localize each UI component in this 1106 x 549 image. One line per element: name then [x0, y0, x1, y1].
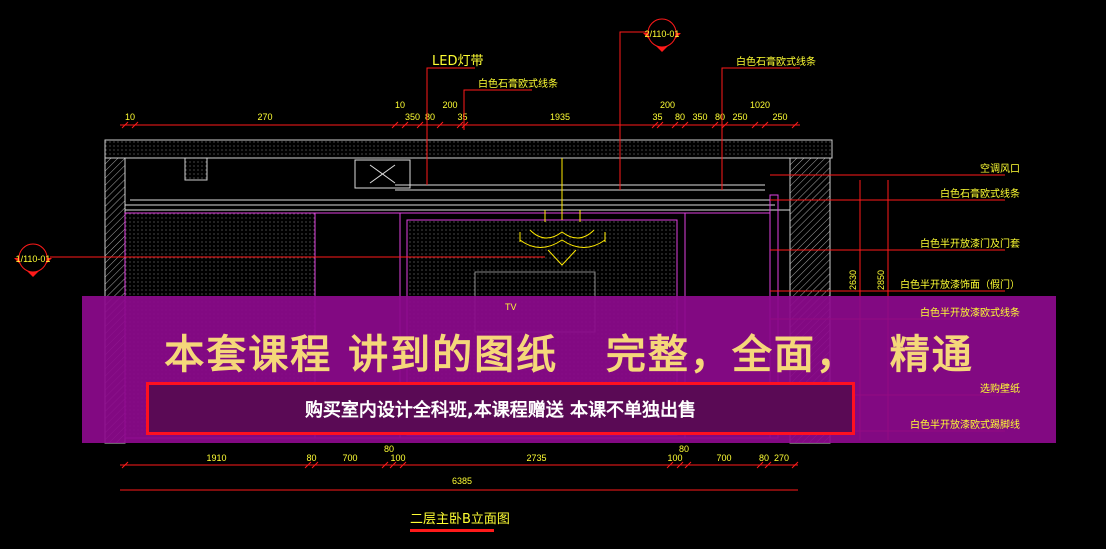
beam: [184, 157, 208, 181]
drawing-title: 二层主卧B立面图: [410, 512, 510, 527]
bottom-dimension: 700: [716, 453, 731, 463]
svg-text:2/110-01: 2/110-01: [645, 29, 680, 39]
top-dimension: 10: [395, 100, 405, 110]
bottom-dimension: 270: [774, 453, 789, 463]
side-dimension: 2630: [848, 270, 858, 290]
section-callout-left: 1/110-01: [14, 243, 52, 277]
bottom-dimension: 100: [390, 453, 405, 463]
top-dimension: 350: [692, 112, 707, 122]
bottom-dimension: 80: [759, 453, 769, 463]
bottom-dimension: 80: [679, 444, 689, 454]
top-dimension: 270: [257, 112, 272, 122]
molding-label-left: 白色石膏欧式线条: [478, 77, 558, 90]
bottom-dimension: 700: [342, 453, 357, 463]
bottom-dimension: 80: [384, 444, 394, 454]
ac-unit: [354, 159, 411, 189]
total-dimension: 6385: [452, 476, 472, 486]
top-dimension: 80: [675, 112, 685, 122]
ceiling-molding: [125, 184, 790, 211]
top-dimension: 35: [457, 112, 467, 122]
bottom-dimension: 100: [667, 453, 682, 463]
top-dimension: 200: [442, 100, 457, 110]
side-dimension: 2850: [876, 270, 886, 290]
svg-text:1/110-01: 1/110-01: [16, 254, 51, 264]
section-callout-top: 2/110-01: [643, 18, 681, 52]
top-dimension: 1935: [550, 112, 570, 122]
bottom-dimension: 80: [306, 453, 316, 463]
promo-subtext: 购买室内设计全科班,本课程赠送 本课不单独出售: [304, 399, 697, 421]
top-dimension: 250: [732, 112, 747, 122]
top-dimension: 250: [772, 112, 787, 122]
top-dimension: 10: [125, 112, 135, 122]
bottom-dimension: 1910: [206, 453, 226, 463]
promo-subbox: 购买室内设计全科班,本课程赠送 本课不单独出售: [146, 382, 855, 435]
top-dimension: 80: [425, 112, 435, 122]
promo-banner: 本套课程 讲到的图纸 完整，全面， 精通 购买室内设计全科班,本课程赠送 本课不…: [82, 296, 1056, 443]
top-dimension: 200: [660, 100, 675, 110]
promo-headline: 本套课程 讲到的图纸 完整，全面， 精通: [164, 332, 974, 378]
bottom-dimension: 2735: [526, 453, 546, 463]
top-dimension: 80: [715, 112, 725, 122]
ceiling-slab: [104, 139, 833, 159]
molding-label-right: 白色石膏欧式线条: [736, 55, 816, 68]
top-dimension: 350: [405, 112, 420, 122]
led-strip-label: LED灯带: [432, 54, 483, 69]
title-underline: [410, 529, 494, 532]
chandelier-icon: [519, 158, 606, 266]
top-dimension: 35: [652, 112, 662, 122]
top-dimension: 1020: [750, 100, 770, 110]
